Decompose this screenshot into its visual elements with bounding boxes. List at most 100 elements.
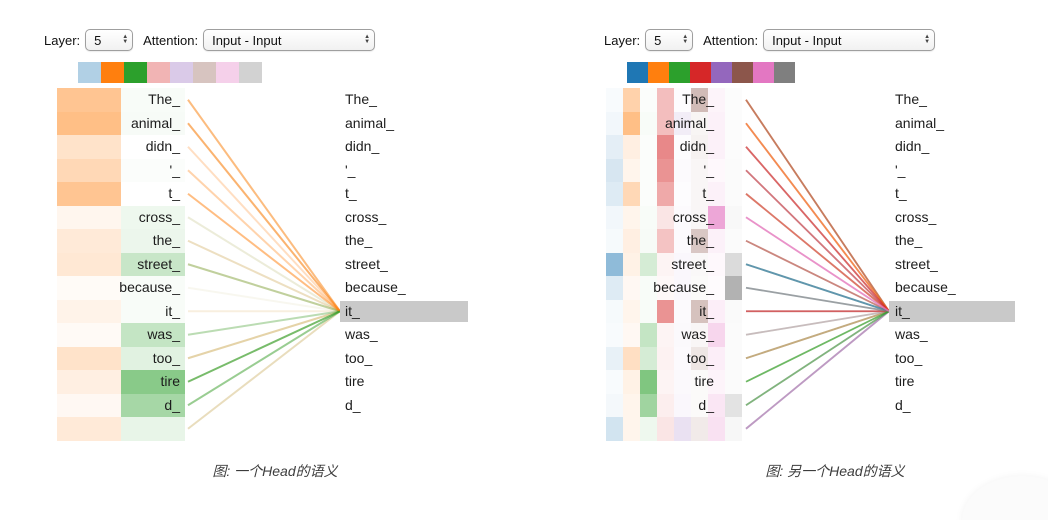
source-token-d[interactable]: d_ [698,396,714,413]
source-token-animal[interactable]: animal_ [664,114,714,131]
target-token-tire[interactable]: tire [345,373,365,389]
attention-line [187,216,341,313]
heatmap-cell [121,346,185,370]
head-swatch-4[interactable] [170,62,193,83]
source-token-The[interactable]: The_ [682,91,714,107]
attention-select[interactable]: Input - Input ▲▼ [763,29,936,51]
target-token-the[interactable]: the_ [895,232,923,248]
target-token-didn[interactable]: didn_ [895,138,930,154]
attention-line [745,286,890,313]
head-swatch-2[interactable] [124,62,147,83]
source-token-t[interactable]: t_ [168,185,180,201]
head-swatch-6[interactable] [753,62,774,83]
head-swatch-4[interactable] [711,62,732,83]
heatmap-cell [657,370,674,394]
head-swatch-1[interactable] [648,62,669,83]
target-token-The[interactable]: The_ [345,91,377,107]
target-token-d[interactable]: d_ [345,396,361,413]
source-token-was[interactable]: was_ [147,326,180,342]
target-token-tire[interactable]: tire [895,373,915,389]
target-token-it[interactable]: it_ [345,302,360,319]
target-token-t[interactable]: t_ [345,185,357,201]
head-swatch-3[interactable] [690,62,711,83]
target-token-didn[interactable]: didn_ [345,138,380,154]
target-token-[interactable]: '_ [895,161,906,178]
head-swatch-6[interactable] [216,62,239,83]
source-token-didn[interactable]: didn_ [145,138,180,154]
attention-line [745,99,890,312]
target-token-street[interactable]: street_ [345,255,388,272]
source-token-d[interactable]: d_ [164,396,180,413]
heatmap-cell [57,205,121,229]
target-token-too[interactable]: too_ [345,349,373,366]
attention-line [187,263,341,313]
target-token-cross[interactable]: cross_ [345,208,387,225]
target-token-[interactable]: '_ [345,161,356,178]
head-swatch-5[interactable] [193,62,216,83]
heatmap-cell [623,323,640,347]
attention-select[interactable]: Input - Input ▲▼ [203,29,376,51]
source-token-was[interactable]: was_ [681,326,714,342]
head-swatch-1[interactable] [101,62,124,83]
source-token-cross[interactable]: cross_ [138,208,180,225]
attention-line-layer [745,99,890,430]
heatmap-cell [691,229,708,253]
source-token-cross[interactable]: cross_ [672,208,714,225]
heatmap-cell [640,417,657,441]
head-swatch-0[interactable] [627,62,648,83]
head-swatch-5[interactable] [732,62,753,83]
source-token-because[interactable]: because_ [653,279,714,295]
source-token-too[interactable]: too_ [686,349,714,366]
source-token-[interactable]: '_ [169,161,180,178]
selected-token-highlight [340,300,468,322]
head-swatch-0[interactable] [78,62,101,83]
head-swatch-2[interactable] [669,62,690,83]
source-token-t[interactable]: t_ [702,185,714,201]
source-token-The[interactable]: The_ [148,91,180,107]
attention-line [745,239,890,313]
target-token-t[interactable]: t_ [895,185,907,201]
target-token-The[interactable]: The_ [895,91,927,107]
source-token-street[interactable]: street_ [137,255,180,272]
target-token-animal[interactable]: animal_ [345,114,395,131]
target-token-too[interactable]: too_ [895,349,923,366]
heatmap-cell [121,252,185,276]
source-token-the[interactable]: the_ [686,232,714,248]
target-token-street[interactable]: street_ [895,255,938,272]
heatmap-cell [725,276,742,300]
source-token-tire[interactable]: tire [694,373,714,389]
layer-select[interactable]: 5 ▲▼ [645,29,694,51]
target-token-because[interactable]: because_ [345,279,406,295]
target-token-d[interactable]: d_ [895,396,911,413]
target-token-cross[interactable]: cross_ [895,208,937,225]
source-token-it[interactable]: it_ [165,302,180,319]
source-token-didn[interactable]: didn_ [679,138,714,154]
target-token-it[interactable]: it_ [895,302,910,319]
layer-select[interactable]: 5 ▲▼ [85,29,134,51]
source-token-because[interactable]: because_ [119,279,180,295]
attention-line [187,310,341,336]
source-token-street[interactable]: street_ [671,255,714,272]
target-token-was[interactable]: was_ [895,326,928,342]
target-token-animal[interactable]: animal_ [895,114,945,131]
source-token-animal[interactable]: animal_ [130,114,180,131]
source-token-the[interactable]: the_ [152,232,180,248]
heatmap-cell [657,393,674,417]
attention-line [745,99,890,312]
heatmap-cell [674,370,691,394]
source-token-it[interactable]: it_ [699,302,714,319]
target-token-the[interactable]: the_ [345,232,373,248]
heatmap-cell [674,252,691,276]
source-token-tire[interactable]: tire [160,373,180,389]
heatmap-cell [725,205,742,229]
attention-line [745,310,890,360]
head-swatch-7[interactable] [774,62,795,83]
head-swatch-3[interactable] [147,62,170,83]
target-token-was[interactable]: was_ [345,326,378,342]
source-token-[interactable]: '_ [703,161,714,178]
heatmap-cell [623,346,640,370]
head-swatch-7[interactable] [239,62,262,83]
target-token-because[interactable]: because_ [895,279,956,295]
source-token-too[interactable]: too_ [152,349,180,366]
attention-line [187,99,341,312]
